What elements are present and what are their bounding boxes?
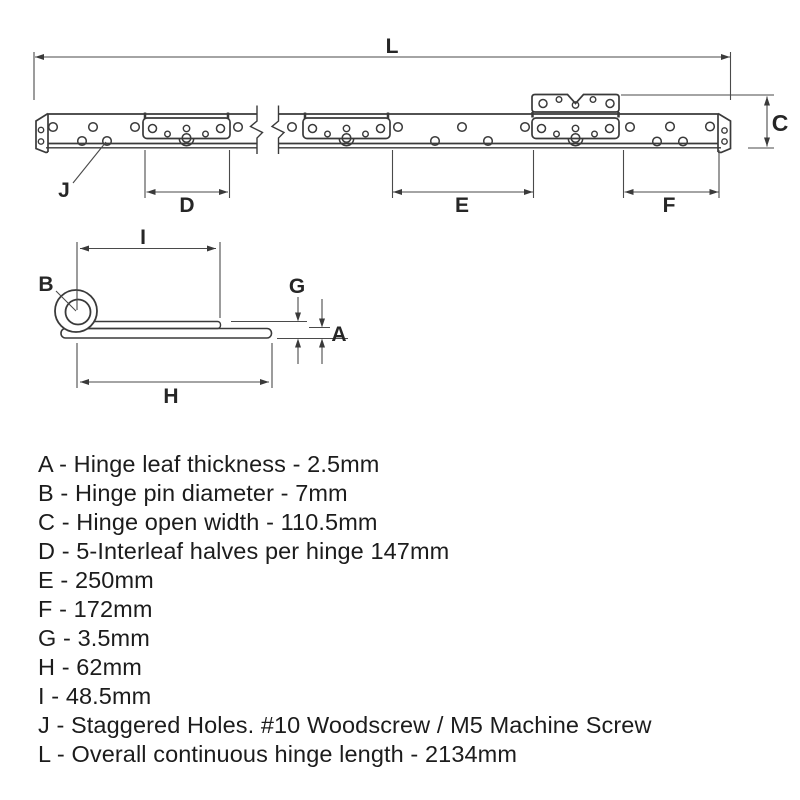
dimension-C — [621, 94, 774, 149]
dimension-label-a: A — [331, 323, 346, 346]
interleaf-3 — [531, 117, 620, 147]
hinge-technical-drawing: L C D E F J — [33, 35, 789, 408]
label-B-leader — [55, 290, 77, 312]
legend-item-j: J - Staggered Holes. #10 Woodscrew / M5 … — [38, 712, 652, 738]
legend-item-d: D - 5-Interleaf halves per hinge 147mm — [38, 538, 450, 564]
legend: A - Hinge leaf thickness - 2.5mm B - Hin… — [38, 450, 652, 769]
legend-item-i: I - 48.5mm — [38, 683, 152, 709]
dimension-label-f: F — [663, 194, 676, 217]
hinge-strip-left-section — [46, 113, 257, 149]
legend-item-e: E - 250mm — [38, 567, 154, 593]
dimension-I — [76, 242, 221, 318]
right-end-cap — [717, 112, 732, 154]
dimension-label-e: E — [455, 194, 469, 217]
legend-item-f: F - 172mm — [38, 596, 153, 622]
top-view — [35, 93, 732, 154]
dimension-label-h: H — [163, 385, 178, 408]
break-lines — [249, 105, 286, 154]
dimension-label-g: G — [289, 275, 305, 298]
left-end-cap — [35, 112, 49, 154]
dimension-L — [33, 52, 732, 100]
interleaf-2 — [302, 112, 391, 147]
legend-item-h: H - 62mm — [38, 654, 142, 680]
dimension-E — [391, 150, 535, 198]
top-leaf — [83, 320, 222, 330]
dimension-A — [277, 299, 348, 364]
dimension-H — [76, 343, 273, 388]
dimension-F — [622, 150, 720, 198]
dimension-label-d: D — [179, 194, 194, 217]
dimension-label-i: I — [140, 226, 146, 249]
side-view — [54, 289, 273, 339]
interleaf-1 — [142, 112, 231, 147]
dimension-label-c: C — [772, 110, 789, 136]
legend-item-g: G - 3.5mm — [38, 625, 150, 651]
dimension-label-l: L — [386, 35, 399, 58]
dimension-label-j: J — [58, 179, 70, 202]
legend-item-b: B - Hinge pin diameter - 7mm — [38, 480, 348, 506]
legend-item-c: C - Hinge open width - 110.5mm — [38, 509, 378, 535]
hole-pattern-left — [47, 121, 244, 147]
dimension-D — [144, 150, 231, 198]
legend-item-a: A - Hinge leaf thickness - 2.5mm — [38, 451, 380, 477]
dimension-G — [231, 297, 307, 364]
hole-pattern-right — [286, 121, 716, 147]
label-J-leader — [72, 141, 107, 184]
dimension-label-b: B — [38, 273, 53, 296]
legend-item-l: L - Overall continuous hinge length - 21… — [38, 741, 518, 767]
mounting-plate — [531, 93, 620, 118]
bottom-leaf — [60, 327, 273, 339]
